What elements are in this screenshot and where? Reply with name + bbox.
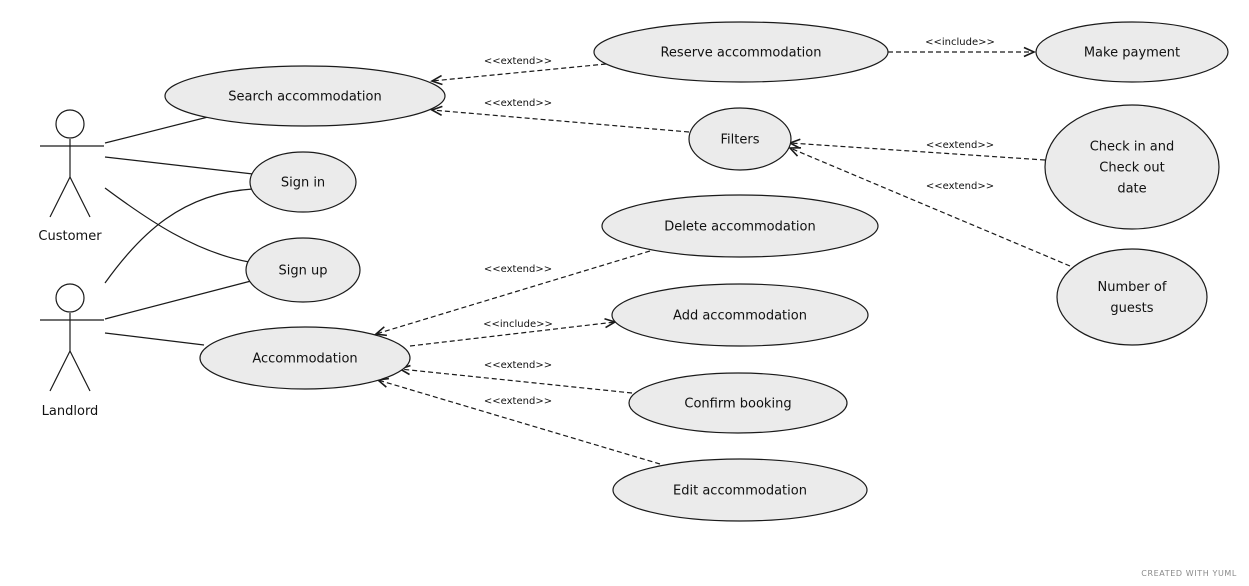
- extend-arrowhead: [430, 105, 443, 117]
- extend-stereotype-label: <<extend>>: [484, 360, 552, 371]
- use-case-label: Make payment: [1084, 46, 1180, 61]
- edges-layer: <<extend>> <<include>> <<extend>> <<extend>…: [104, 37, 1071, 465]
- use-case-accommodation[interactable]: Accommodation: [199, 326, 411, 390]
- use-case-payment[interactable]: Make payment: [1035, 21, 1229, 83]
- use-case-search[interactable]: Search accommodation: [164, 65, 446, 127]
- extend-line: [431, 109, 690, 133]
- use-case-ellipse: [199, 326, 411, 390]
- extend-delete-to-accommodation: <<extend>>: [374, 250, 651, 337]
- use-case-ellipse: [688, 107, 792, 171]
- extend-stereotype-label: <<extend>>: [484, 264, 552, 275]
- include-stereotype-label: <<include>>: [925, 37, 995, 48]
- use-case-label: Check out: [1099, 161, 1164, 176]
- use-case-label: Check in and: [1090, 140, 1175, 155]
- association-landlord-signin: [104, 188, 254, 284]
- actor-label: Landlord: [42, 404, 99, 419]
- use-case-ellipse: [164, 65, 446, 127]
- use-case-add[interactable]: Add accommodation: [611, 283, 869, 347]
- extend-reserve-to-search: <<extend>>: [430, 56, 607, 86]
- use-case-ellipse: [628, 372, 848, 434]
- use-case-signup[interactable]: Sign up: [245, 237, 361, 303]
- use-case-ellipse: [249, 151, 357, 213]
- include-arrowhead: [1023, 46, 1036, 58]
- extend-line: [377, 379, 661, 465]
- extend-line: [789, 142, 1046, 161]
- extend-arrowhead: [788, 146, 802, 157]
- actor-head: [55, 283, 85, 313]
- actor-customer[interactable]: Customer: [38, 109, 104, 244]
- actor-right-leg: [69, 350, 91, 392]
- association-customer-signup: [104, 187, 250, 263]
- use-case-signin[interactable]: Sign in: [249, 151, 357, 213]
- use-case-ellipse: [612, 458, 868, 522]
- extend-confirm-to-accommodation: <<extend>>: [398, 360, 633, 394]
- extend-checkin-to-filters: <<extend>>: [788, 138, 1046, 161]
- nodes-layer: Search accommodation Reserve accommodatio…: [38, 21, 1229, 522]
- use-case-ellipse: [245, 237, 361, 303]
- extend-stereotype-label: <<extend>>: [926, 181, 994, 192]
- use-case-ellipse: [611, 283, 869, 347]
- use-case-label: Search accommodation: [228, 90, 381, 105]
- association-landlord-accommodation: [104, 332, 205, 346]
- actor-landlord[interactable]: Landlord: [40, 283, 104, 419]
- use-case-label: Sign up: [279, 264, 328, 279]
- use-case-label: Edit accommodation: [673, 484, 807, 499]
- use-case-label: Accommodation: [252, 352, 357, 367]
- use-case-label: Delete accommodation: [664, 220, 815, 235]
- use-case-reserve[interactable]: Reserve accommodation: [593, 21, 889, 83]
- extend-stereotype-label: <<extend>>: [484, 396, 552, 407]
- extend-stereotype-label: <<extend>>: [484, 98, 552, 109]
- association-customer-signin: [104, 156, 254, 175]
- extend-stereotype-label: <<extend>>: [484, 56, 552, 67]
- use-case-ellipse: [601, 194, 879, 258]
- use-case-label: guests: [1110, 301, 1153, 316]
- use-case-guests[interactable]: Number of guests: [1056, 248, 1208, 346]
- use-case-filters[interactable]: Filters: [688, 107, 792, 171]
- use-case-label: Add accommodation: [673, 309, 807, 324]
- include-accommodation-to-add: <<include>>: [409, 317, 617, 347]
- use-case-label: Confirm booking: [684, 397, 791, 412]
- use-case-label: Filters: [721, 133, 760, 148]
- use-case-ellipse: [593, 21, 889, 83]
- use-case-confirm[interactable]: Confirm booking: [628, 372, 848, 434]
- actor-left-leg: [49, 350, 71, 392]
- use-case-ellipse: [1044, 104, 1220, 230]
- created-with-yuml-credit: CREATED WITH YUML: [1141, 569, 1237, 578]
- actor-head: [55, 109, 85, 139]
- association-customer-search: [104, 116, 209, 144]
- actor-left-leg: [49, 176, 71, 218]
- use-case-label: Reserve accommodation: [660, 46, 821, 61]
- use-case-label: Number of: [1098, 280, 1167, 295]
- actor-right-leg: [69, 176, 91, 218]
- use-case-label: Sign in: [281, 176, 325, 191]
- extend-stereotype-label: <<extend>>: [926, 140, 994, 151]
- extend-arrowhead: [374, 326, 388, 337]
- actor-label: Customer: [38, 229, 102, 244]
- extend-guests-to-filters: <<extend>>: [788, 146, 1071, 267]
- extend-arrowhead: [430, 74, 443, 86]
- include-stereotype-label: <<include>>: [483, 319, 553, 330]
- use-case-edit[interactable]: Edit accommodation: [612, 458, 868, 522]
- include-reserve-to-payment: <<include>>: [888, 37, 1036, 58]
- use-case-ellipse: [1056, 248, 1208, 346]
- use-case-ellipse: [1035, 21, 1229, 83]
- extend-edit-to-accommodation: <<extend>>: [376, 377, 661, 465]
- extend-line: [399, 368, 633, 394]
- extend-line: [431, 63, 607, 82]
- use-case-label: date: [1117, 182, 1146, 197]
- use-case-delete[interactable]: Delete accommodation: [601, 194, 879, 258]
- include-line: [409, 321, 616, 347]
- association-landlord-signup: [104, 280, 252, 320]
- extend-line: [789, 147, 1071, 267]
- extend-filters-to-search: <<extend>>: [430, 98, 690, 133]
